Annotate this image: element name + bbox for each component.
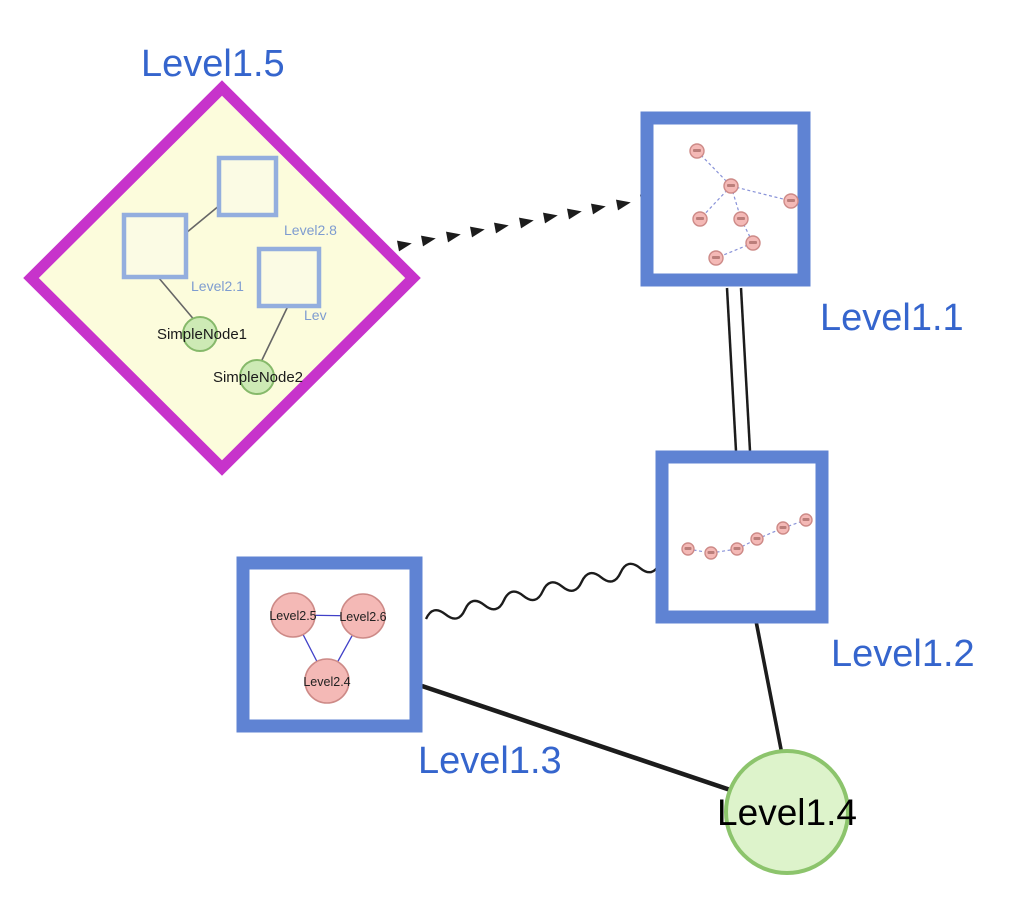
inner-square-level21-label: Level2.1 — [191, 278, 244, 294]
mini-node[interactable] — [750, 532, 764, 546]
simple-node-2[interactable] — [239, 359, 275, 395]
inner-square-level28-label: Level2.8 — [284, 222, 337, 238]
mini-node[interactable] — [689, 143, 705, 159]
mini-node[interactable] — [783, 193, 799, 209]
node-level12-label: Level1.2 — [831, 633, 975, 675]
node-level25-label: Level2.5 — [269, 609, 316, 623]
edge-level15-level11-dashed-arrow[interactable] — [396, 192, 656, 252]
edge-level21-simplenode1[interactable] — [157, 276, 197, 323]
node-level13[interactable]: Level2.5 Level2.6 Level2.4 — [236, 556, 423, 733]
mini-node[interactable] — [745, 235, 761, 251]
edge-levelright-simplenode2[interactable] — [260, 305, 289, 363]
mini-edge — [730, 185, 792, 202]
mini-node[interactable] — [681, 542, 695, 556]
level14-circle[interactable] — [724, 749, 850, 875]
mini-node[interactable] — [708, 250, 724, 266]
node-level13-label: Level1.3 — [418, 740, 562, 782]
mini-node[interactable] — [733, 211, 749, 227]
node-level11-label: Level1.1 — [820, 297, 964, 339]
mini-edge — [696, 150, 732, 187]
mini-node[interactable] — [799, 513, 813, 527]
simple-node-1[interactable] — [182, 316, 218, 352]
inner-square-level21[interactable] — [121, 212, 189, 280]
edge-level11-level12-double[interactable] — [725, 287, 752, 452]
node-level14[interactable]: Level1.4 — [717, 749, 857, 875]
node-level26[interactable] — [340, 593, 386, 639]
mini-node[interactable] — [776, 521, 790, 535]
node-level25[interactable] — [270, 592, 316, 638]
inner-square-lev-label: Lev — [304, 307, 327, 323]
node-level15-label: Level1.5 — [141, 43, 285, 85]
mini-edge — [782, 519, 807, 529]
mini-node[interactable] — [704, 546, 718, 560]
mini-edge — [710, 548, 738, 554]
level15-diamond-shape[interactable] — [23, 80, 421, 476]
mini-node[interactable] — [730, 542, 744, 556]
edge-level13-level12-wavy[interactable] — [424, 557, 661, 625]
mini-node[interactable] — [723, 178, 739, 194]
level12-box[interactable] — [655, 450, 829, 624]
mini-edge — [740, 218, 754, 244]
simple-node-2-label: SimpleNode2 — [213, 369, 303, 386]
node-level15[interactable]: Level2.8 Level2.1 Lev SimpleNode1 Simple… — [23, 80, 421, 476]
node-level24-label: Level2.4 — [303, 675, 350, 689]
level11-box[interactable] — [640, 111, 811, 287]
edge-level21-level28[interactable] — [185, 204, 221, 234]
node-level11[interactable] — [640, 111, 811, 287]
node-level24[interactable] — [304, 658, 350, 704]
edge-level13-level14[interactable] — [421, 683, 761, 803]
mini-node[interactable] — [692, 211, 708, 227]
node-level12[interactable] — [655, 450, 829, 624]
node-level26-label: Level2.6 — [339, 610, 386, 624]
node-level14-label: Level1.4 — [717, 792, 857, 833]
simple-node-1-label: SimpleNode1 — [157, 326, 247, 343]
inner-square-level28[interactable] — [216, 155, 279, 218]
inner-square-lev[interactable] — [256, 246, 322, 309]
